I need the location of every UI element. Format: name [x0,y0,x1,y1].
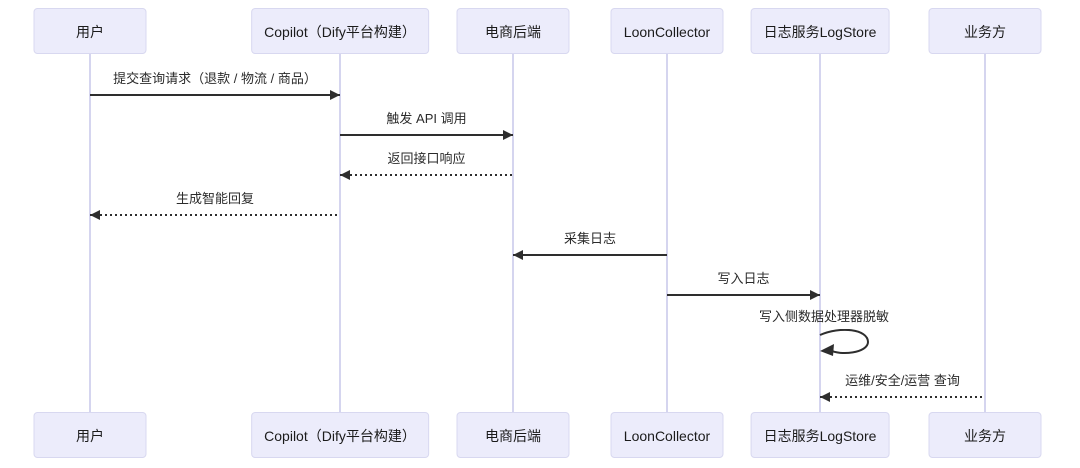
self-loop-arrow [818,329,876,361]
message-line [513,254,667,256]
actor-box-logstore-top: 日志服务LogStore [750,8,890,54]
actor-box-loon-collector-top: LoonCollector [610,8,724,54]
message-label: 生成智能回复 [175,191,255,206]
arrowhead-icon [340,170,350,180]
actor-box-copilot-dify-bottom: Copilot（Dify平台构建） [251,412,429,458]
message-label: 写入侧数据处理器脱敏 [758,309,890,324]
lifeline-business [984,54,986,412]
lifeline-user [89,54,91,412]
message-line [340,174,513,176]
lifeline-copilot-dify [339,54,341,412]
arrowhead-icon [810,290,820,300]
actor-box-user-bottom: 用户 [33,412,147,458]
loop-arrow-icon [819,329,870,356]
actor-box-ecommerce-backend-bottom: 电商后端 [456,412,570,458]
lifeline-loon-collector [666,54,668,412]
actor-box-user-top: 用户 [33,8,147,54]
actor-box-logstore-bottom: 日志服务LogStore [750,412,890,458]
message-label: 写入日志 [717,271,770,286]
message-line [667,294,820,296]
message-line [340,134,513,136]
message-label: 提交查询请求（退款 / 物流 / 商品） [113,71,317,86]
actor-box-business-top: 业务方 [928,8,1042,54]
arrowhead-icon [820,392,830,402]
message-label: 返回接口响应 [387,151,466,166]
lifeline-ecommerce-backend [512,54,514,412]
actor-box-copilot-dify-top: Copilot（Dify平台构建） [251,8,429,54]
message-label: 运维/安全/运营 查询 [845,373,960,388]
arrowhead-icon [90,210,100,220]
actor-box-business-bottom: 业务方 [928,412,1042,458]
lifeline-logstore [819,54,821,412]
message-label: 采集日志 [563,231,617,246]
message-line [820,396,985,398]
message-line [90,94,340,96]
message-line [90,214,340,216]
actor-box-loon-collector-bottom: LoonCollector [610,412,724,458]
actor-box-ecommerce-backend-top: 电商后端 [456,8,570,54]
arrowhead-icon [330,90,340,100]
arrowhead-icon [513,250,523,260]
arrowhead-icon [503,130,513,140]
message-label: 触发 API 调用 [386,111,467,126]
